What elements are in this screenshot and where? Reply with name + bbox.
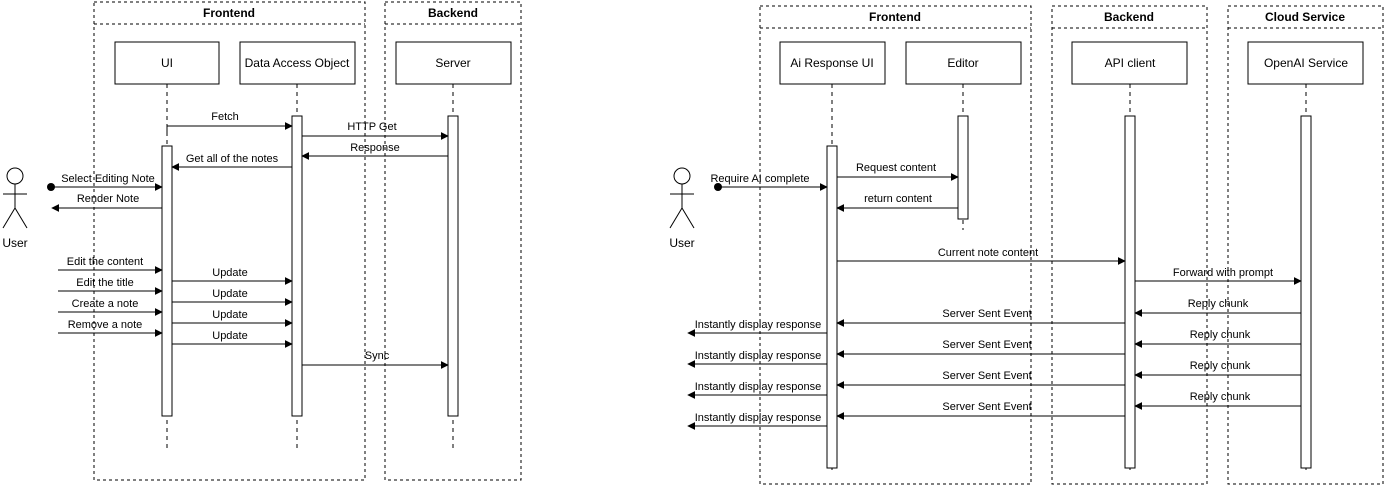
msg-update2-label: Update <box>212 288 247 300</box>
left-user-label: User <box>2 236 27 250</box>
msg-sse3-label: Server Sent Event <box>942 370 1031 382</box>
participant-ai-ui-label: Ai Response UI <box>790 56 873 70</box>
msg-http-get-label: HTTP Get <box>347 121 396 133</box>
right-participant-api-client: API client <box>1071 41 1188 470</box>
msg-edit-title-label: Edit the title <box>76 277 133 289</box>
participant-server-label: Server <box>435 56 470 70</box>
msg-display3-label: Instantly display response <box>695 381 822 393</box>
msg-sse2-label: Server Sent Event <box>942 339 1031 351</box>
msg-display4-label: Instantly display response <box>695 412 822 424</box>
msg-return-content-label: return content <box>864 193 932 205</box>
msg-sync-label: Sync <box>365 350 390 362</box>
msg-remove-label: Remove a note <box>68 319 143 331</box>
msg-response-label: Response <box>350 142 400 154</box>
openai-activation <box>1300 115 1312 469</box>
dao-activation <box>291 115 303 417</box>
msg-sse4-label: Server Sent Event <box>942 401 1031 413</box>
server-activation <box>447 115 459 417</box>
right-backend-group: Backend <box>1051 5 1208 485</box>
msg-forward-prompt-label: Forward with prompt <box>1173 267 1273 279</box>
select-start-dot <box>47 183 55 191</box>
msg-update3-label: Update <box>212 309 247 321</box>
left-backend-title: Backend <box>428 6 478 20</box>
msg-current-note-label: Current note content <box>938 247 1038 259</box>
right-user-actor <box>669 167 695 229</box>
api-client-activation <box>1124 115 1136 469</box>
right-participant-editor: Editor <box>905 41 1022 230</box>
left-participant-server: Server <box>395 41 512 450</box>
right-diagram: Frontend Backend Cloud Service Ai Respon… <box>669 5 1384 485</box>
left-backend-group: Backend <box>384 1 522 481</box>
msg-reply2-label: Reply chunk <box>1190 329 1251 341</box>
msg-update4-label: Update <box>212 330 247 342</box>
left-user-actor <box>2 167 28 229</box>
msg-request-content-label: Request content <box>856 162 936 174</box>
msg-fetch-arrow <box>166 122 293 136</box>
msg-create-label: Create a note <box>72 298 139 310</box>
editor-activation <box>957 115 969 220</box>
right-messages <box>687 173 1302 430</box>
participant-ui-label: UI <box>161 56 173 70</box>
left-messages <box>51 122 449 369</box>
right-cloud-title: Cloud Service <box>1265 10 1345 24</box>
left-frontend-title: Frontend <box>203 6 255 20</box>
msg-display1-label: Instantly display response <box>695 319 822 331</box>
right-participant-openai: OpenAI Service <box>1247 41 1364 470</box>
left-participant-dao: Data Access Object <box>239 41 356 450</box>
msg-reply4-label: Reply chunk <box>1190 391 1251 403</box>
ai-ui-activation <box>826 145 838 469</box>
right-participant-ai-ui: Ai Response UI <box>779 41 886 470</box>
msg-require-ai-label: Require AI complete <box>710 173 809 185</box>
participant-api-client-label: API client <box>1105 56 1156 70</box>
msg-select-label: Select Editing Note <box>61 173 155 185</box>
right-frontend-title: Frontend <box>869 10 921 24</box>
msg-sse1-label: Server Sent Event <box>942 308 1031 320</box>
right-backend-title: Backend <box>1104 10 1154 24</box>
msg-update1-label: Update <box>212 267 247 279</box>
msg-reply3-label: Reply chunk <box>1190 360 1251 372</box>
require-start-dot <box>714 183 722 191</box>
msg-fetch-label: Fetch <box>211 111 239 123</box>
right-cloud-group: Cloud Service <box>1227 5 1384 485</box>
msg-get-all-label: Get all of the notes <box>186 153 279 165</box>
right-user-label: User <box>669 236 694 250</box>
msg-render-label: Render Note <box>77 193 139 205</box>
participant-editor-label: Editor <box>947 56 978 70</box>
participant-dao-label: Data Access Object <box>245 56 350 70</box>
right-frontend-group: Frontend <box>759 5 1032 485</box>
ui-activation <box>161 145 173 417</box>
msg-reply1-label: Reply chunk <box>1188 298 1249 310</box>
left-diagram: Frontend Backend UI Data Access Object S… <box>2 1 522 481</box>
participant-openai-label: OpenAI Service <box>1264 56 1348 70</box>
msg-display2-label: Instantly display response <box>695 350 822 362</box>
left-participant-ui: UI <box>114 41 220 450</box>
left-frontend-group: Frontend <box>93 1 366 481</box>
msg-edit-content-label: Edit the content <box>67 256 143 268</box>
